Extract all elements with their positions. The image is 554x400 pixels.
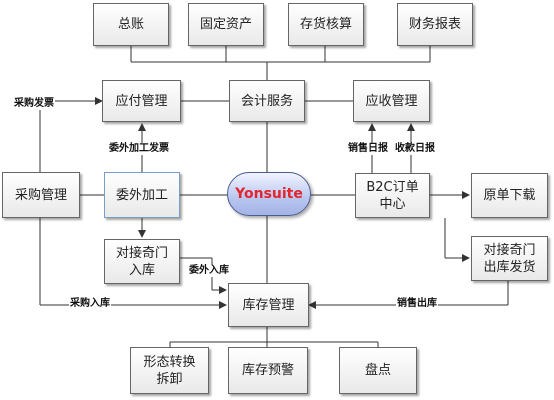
node-duijie-ruku: 对接奇门 入库	[104, 239, 180, 284]
label-weiwairuku: 委外入库	[188, 265, 230, 277]
node-xingtaizhuanhuan: 形态转换 拆卸	[130, 347, 209, 394]
node-zongzhang: 总账	[93, 3, 169, 46]
yonsuite-center-node: Yonsuite	[227, 172, 311, 216]
node-kucunguanli: 库存管理	[228, 283, 309, 327]
label-xiaoshouchuku: 销售出库	[396, 298, 438, 310]
label-caigoufapiao: 采购发票	[13, 98, 55, 110]
node-caiwubaobiao: 财务报表	[397, 3, 473, 46]
node-b2c-order-center: B2C订单 中心	[355, 173, 430, 218]
node-yingfuguanli: 应付管理	[102, 80, 181, 122]
label-shoukuanrizhi: 收款日报	[394, 143, 436, 155]
node-kucunyujing: 库存预警	[228, 347, 308, 394]
node-gudingzichan: 固定资产	[188, 3, 264, 46]
yonsuite-label: Yonsuite	[235, 186, 303, 202]
node-duijie-chuku: 对接奇门 出库发货	[471, 236, 548, 281]
label-xiaoshourizhi: 销售日报	[347, 143, 389, 155]
node-caigouguanli: 采购管理	[2, 172, 80, 218]
node-yingshouguanli: 应收管理	[353, 80, 430, 122]
node-kuaijifuwu: 会计服务	[229, 80, 305, 122]
label-weiwaijiagongfapiao: 委外加工发票	[108, 143, 170, 155]
node-yuandanxiazai: 原单下载	[471, 173, 548, 218]
node-cunhuohesuan: 存货核算	[288, 3, 364, 46]
label-caigouruku: 采购入库	[69, 298, 111, 310]
node-weiwaijiagong: 委外加工	[104, 172, 180, 218]
node-pandian: 盘点	[339, 347, 417, 394]
